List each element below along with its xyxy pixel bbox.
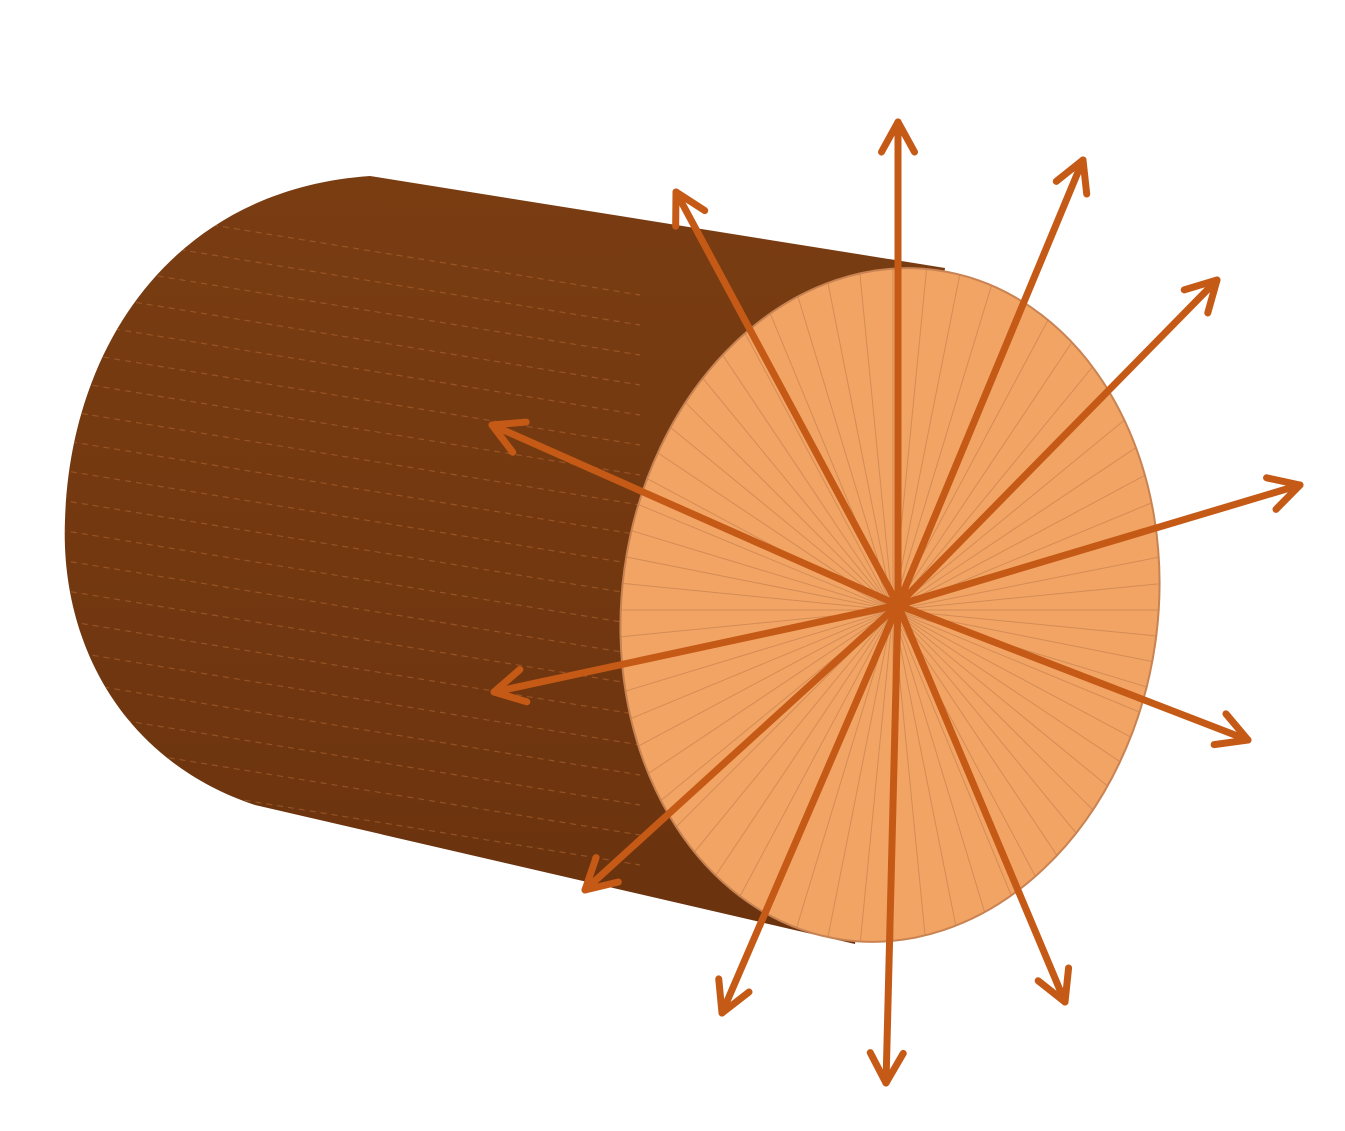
arrow-nne [894, 156, 1091, 609]
ray-line [814, 232, 894, 611]
ray-line [892, 232, 1010, 611]
radiating-arrows [488, 118, 1304, 1087]
arrow-up-left-icon [672, 188, 709, 230]
arrow-down-left-icon [715, 975, 753, 1017]
ray-line [577, 609, 894, 650]
arrow-right-icon [1263, 474, 1304, 513]
ray-line [892, 570, 1203, 611]
arrow-up-right-icon [1052, 156, 1091, 198]
ray-line [577, 493, 894, 611]
grain-line [64, 679, 641, 776]
arrow-shaft [894, 481, 1304, 609]
arrow-shaft [672, 188, 902, 609]
arrow-ssw [715, 601, 902, 1017]
arrow-shaft [490, 601, 902, 696]
ray-line [892, 232, 972, 611]
ray-line [814, 609, 894, 978]
grain-line [64, 229, 641, 326]
grain-line [64, 319, 641, 416]
ray-line [853, 232, 894, 611]
grain-line [64, 289, 641, 386]
ray-line [892, 609, 1203, 650]
arrow-sse [894, 601, 1073, 1006]
grain-line [64, 739, 641, 836]
grain-line [64, 349, 641, 446]
arrow-down-right-icon [1034, 964, 1073, 1006]
arrow-sw [581, 601, 902, 894]
arrow-nnw [672, 188, 902, 609]
ray-line [577, 531, 894, 611]
arrow-shaft [894, 601, 1252, 744]
grain-line [64, 259, 641, 356]
grain-line [64, 619, 641, 716]
arrow-up-right-icon [1180, 276, 1221, 317]
grain-line [64, 439, 641, 536]
arrow-shaft [488, 421, 902, 609]
arrow-ne [894, 276, 1221, 609]
arrow-shaft [894, 276, 1221, 609]
center-point [892, 599, 904, 611]
arrow-s [866, 601, 907, 1087]
arrow-up-icon [878, 118, 918, 156]
grain-line [64, 769, 641, 866]
grain-line [64, 379, 641, 476]
ray-line [577, 609, 894, 727]
arrow-ene [894, 474, 1304, 609]
ray-line [892, 609, 1203, 689]
grain-line [64, 499, 641, 596]
grain-line [64, 709, 641, 806]
grain-line [64, 469, 641, 566]
arrow-shaft [718, 601, 902, 1017]
grain-line [64, 529, 641, 626]
arrow-left-icon [488, 418, 530, 456]
arrow-down-left-icon [581, 854, 622, 894]
grain-line [64, 559, 641, 656]
grain-line [64, 649, 641, 746]
arrow-shaft [882, 601, 902, 1087]
arrow-wsw [490, 601, 902, 706]
arrow-wnw [488, 418, 902, 609]
end-face-rays [577, 232, 1203, 978]
arrow-shaft [581, 601, 902, 894]
grain-line [64, 409, 641, 506]
arrow-n [878, 118, 918, 609]
ray-line [577, 570, 894, 611]
arrow-shaft [894, 601, 1069, 1006]
arrow-ese [894, 601, 1252, 749]
ray-line [892, 531, 1203, 611]
grain-line [64, 589, 641, 686]
arrow-shaft [894, 156, 1087, 609]
arrow-down-right-icon [1210, 710, 1252, 749]
arrow-left-icon [490, 666, 531, 706]
arrow-down-icon [866, 1049, 907, 1087]
grain-line [64, 199, 641, 296]
